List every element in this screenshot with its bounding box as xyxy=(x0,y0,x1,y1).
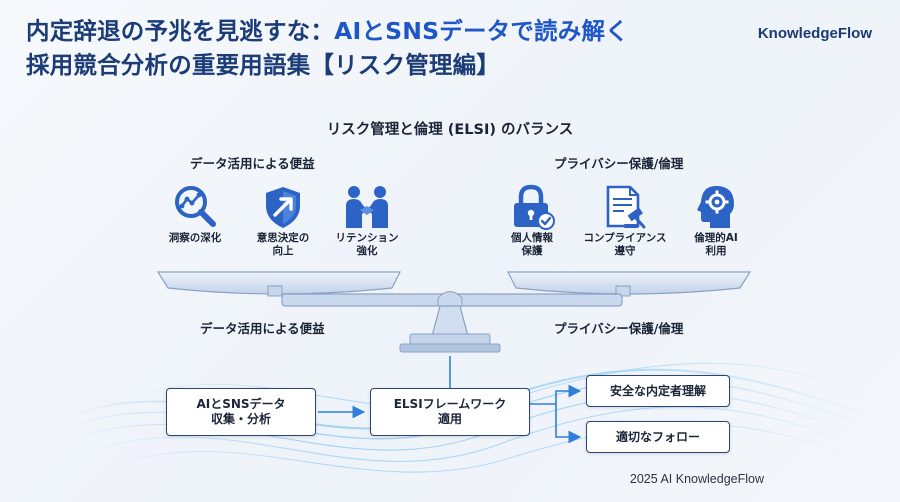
title-line2: 採用競合分析の重要用語集【リスク管理編】 xyxy=(26,51,500,79)
flow-framework-box: ELSIフレームワーク 適用 xyxy=(370,388,530,436)
flow-connectors xyxy=(318,356,582,444)
flow-outcome-box-2: 適切なフォロー xyxy=(586,421,730,453)
right-section-label-bottom: プライバシー保護/倫理 xyxy=(554,321,684,336)
magnifier-chart-icon xyxy=(175,186,216,227)
page-title: 内定辞退の予兆を見逃すな：AIとSNSデータで読み解く 採用競合分析の重要用語集… xyxy=(26,14,629,82)
lock-check-icon xyxy=(514,184,555,230)
left-section-label-top: データ活用による便益 xyxy=(190,156,315,171)
privacy-item-ethical-ai: 倫理的AI 利用 xyxy=(671,184,761,258)
flow-outcome-box-1: 安全な内定者理解 xyxy=(586,375,730,407)
document-gavel-icon xyxy=(606,185,646,229)
handshake-icon xyxy=(346,186,388,228)
footer-copyright: 2025 AI KnowledgeFlow xyxy=(629,472,764,486)
benefit-item-retention: リテンション 強化 xyxy=(322,184,412,258)
privacy-item-label: 個人情報 保護 xyxy=(511,232,553,257)
benefit-item-insight: 洞察の深化 xyxy=(150,184,240,245)
head-gear-icon xyxy=(697,186,734,228)
flow-source-box: AIとSNSデータ 収集・分析 xyxy=(166,388,316,436)
balance-scale-illustration xyxy=(156,271,752,353)
privacy-item-label: 倫理的AI 利用 xyxy=(694,232,738,257)
diagram-heading: リスク管理と倫理 (ELSI) のバランス xyxy=(326,122,574,138)
title-line1-part1: 内定辞退の予兆を見逃すな： xyxy=(26,17,335,45)
title-line1-part2: AIとSNSデータで読み解く xyxy=(334,17,629,45)
brand-logo: KnowledgeFlow xyxy=(757,25,872,42)
right-section-label-top: プライバシー保護/倫理 xyxy=(554,156,684,171)
privacy-item-personal-info: 個人情報 保護 xyxy=(487,184,577,258)
left-section-label-bottom: データ活用による便益 xyxy=(200,321,325,336)
benefit-item-label: 意思決定の 向上 xyxy=(256,232,310,257)
benefit-item-decision: 意思決定の 向上 xyxy=(238,184,328,258)
benefit-item-label: リテンション 強化 xyxy=(335,232,399,257)
privacy-item-compliance: コンプライアンス 遵守 xyxy=(580,184,670,258)
shield-arrow-icon xyxy=(266,187,300,228)
privacy-item-label: コンプライアンス 遵守 xyxy=(583,232,667,257)
benefit-item-label: 洞察の深化 xyxy=(168,232,222,244)
